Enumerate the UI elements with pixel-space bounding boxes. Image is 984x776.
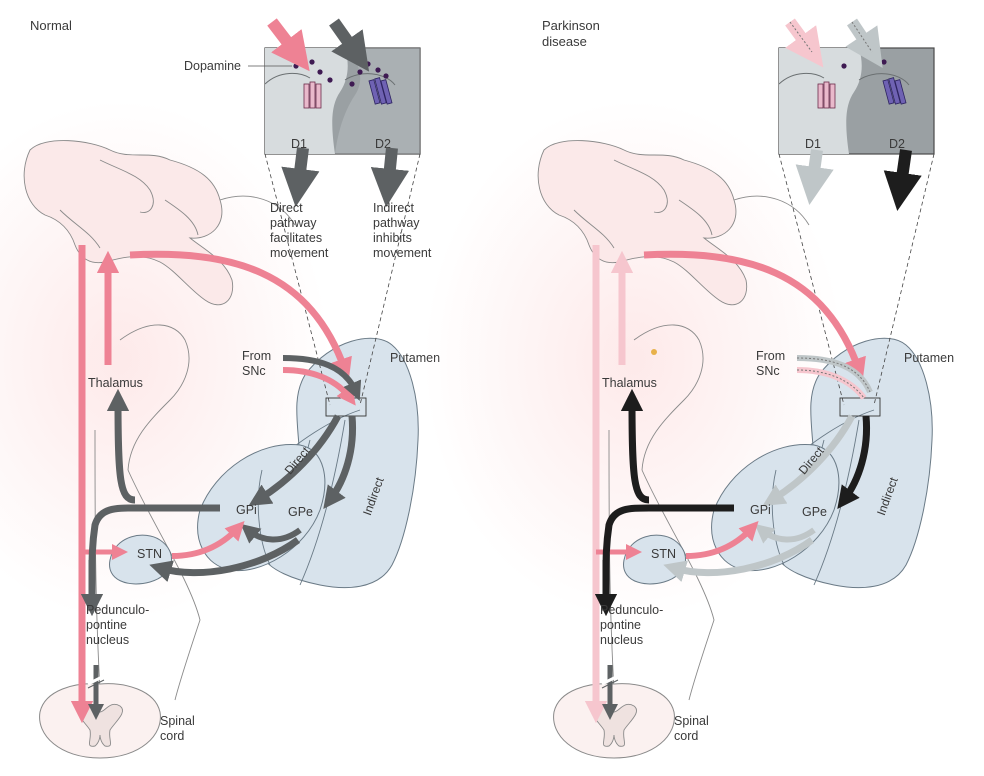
dopamine-input-d1-arrow bbox=[785, 18, 824, 68]
dopamine-input-d2-arrow bbox=[329, 18, 370, 72]
panel-parkinson: Parkinson disease D1 D2 bbox=[423, 18, 954, 759]
dopamine-synapse-inset: D1 D2 bbox=[264, 47, 421, 155]
d2-receptor-icon bbox=[882, 77, 907, 105]
gpi-label: GPi bbox=[236, 503, 257, 517]
stn-label: STN bbox=[137, 547, 162, 561]
indirect-pathway-arrow bbox=[837, 415, 871, 509]
d2-output-arrow bbox=[883, 149, 922, 212]
ppn-label: Pedunculo- pontine nucleus bbox=[86, 603, 153, 647]
d1-receptor-icon bbox=[817, 81, 836, 109]
gpe-label: GPe bbox=[802, 505, 827, 519]
thalamus-label: Thalamus bbox=[602, 376, 657, 390]
d2-label: D2 bbox=[375, 137, 391, 151]
dopamine-synapse-inset: D1 D2 bbox=[778, 47, 935, 155]
direct-pathway-arrow bbox=[248, 414, 342, 506]
gpe-label: GPe bbox=[288, 505, 313, 519]
gpi-label: GPi bbox=[750, 503, 771, 517]
d2-receptor-icon bbox=[368, 77, 393, 105]
cortex-to-putamen-arrow bbox=[643, 250, 866, 381]
d2-output-arrow bbox=[370, 147, 410, 208]
panel-title: Parkinson disease bbox=[542, 18, 603, 49]
gpi-to-thalamus-arrow bbox=[106, 388, 136, 504]
d1-output-arrow bbox=[281, 147, 320, 208]
dopamine-input-d2-arrow bbox=[845, 18, 883, 68]
dopamine-label: Dopamine bbox=[184, 59, 241, 73]
d1-receptor-icon bbox=[303, 81, 322, 109]
d1-output-arrow bbox=[795, 149, 834, 206]
spinal-cord-label: Spinal cord bbox=[160, 714, 198, 743]
indirect-pathway-arrow bbox=[323, 415, 357, 509]
stn-to-gpi-arrow bbox=[685, 521, 759, 559]
direct-pathway-caption: Direct pathway facilitates movement bbox=[270, 201, 329, 260]
ppn-label: Pedunculo- pontine nucleus bbox=[600, 603, 667, 647]
d1-label: D1 bbox=[291, 137, 307, 151]
thalamus-label: Thalamus bbox=[88, 376, 143, 390]
gpe-to-stn-arrow bbox=[663, 537, 815, 582]
d2-label: D2 bbox=[889, 137, 905, 151]
stn-to-gpi-arrow bbox=[171, 521, 245, 559]
spinal-cord-label: Spinal cord bbox=[674, 714, 712, 743]
putamen-zoom-box bbox=[839, 397, 881, 417]
gpe-to-gpi-arrow bbox=[240, 523, 302, 544]
stn-label: STN bbox=[651, 547, 676, 561]
dopamine-molecules bbox=[841, 59, 887, 69]
d1-label: D1 bbox=[805, 137, 821, 151]
snc-d2-arrow bbox=[282, 355, 362, 401]
cortex-to-putamen-arrow bbox=[129, 250, 352, 381]
from-snc-label: From SNc bbox=[242, 349, 275, 378]
gpe-to-gpi-arrow bbox=[754, 523, 816, 544]
gpe-to-stn-arrow bbox=[149, 537, 301, 582]
direct-pathway-arrow bbox=[762, 414, 856, 506]
from-snc-label: From SNc bbox=[756, 349, 789, 378]
indirect-pathway-caption: Indirect pathway inhibits movement bbox=[373, 201, 432, 260]
gpi-to-thalamus-arrow bbox=[620, 388, 650, 504]
panel-title: Normal bbox=[30, 18, 72, 33]
panel-normal: Normal D1 bbox=[0, 18, 440, 759]
dopamine-input-d1-arrow bbox=[267, 18, 310, 72]
putamen-label: Putamen bbox=[904, 351, 954, 365]
